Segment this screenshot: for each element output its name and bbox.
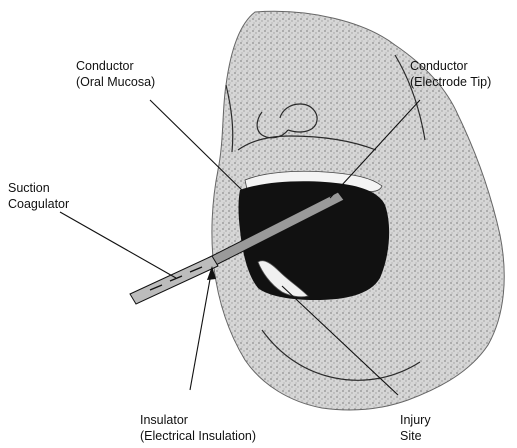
handle-markings [150, 267, 202, 290]
leader-suction-coagulator [60, 212, 176, 278]
label-insulator: Insulator (Electrical Insulation) [140, 413, 256, 443]
label-injury-site: Injury Site [400, 413, 434, 443]
label-suction-coagulator: Suction Coagulator [8, 181, 69, 211]
label-conductor-oral-mucosa: Conductor (Oral Mucosa) [76, 59, 155, 89]
leader-insulator [190, 268, 212, 390]
